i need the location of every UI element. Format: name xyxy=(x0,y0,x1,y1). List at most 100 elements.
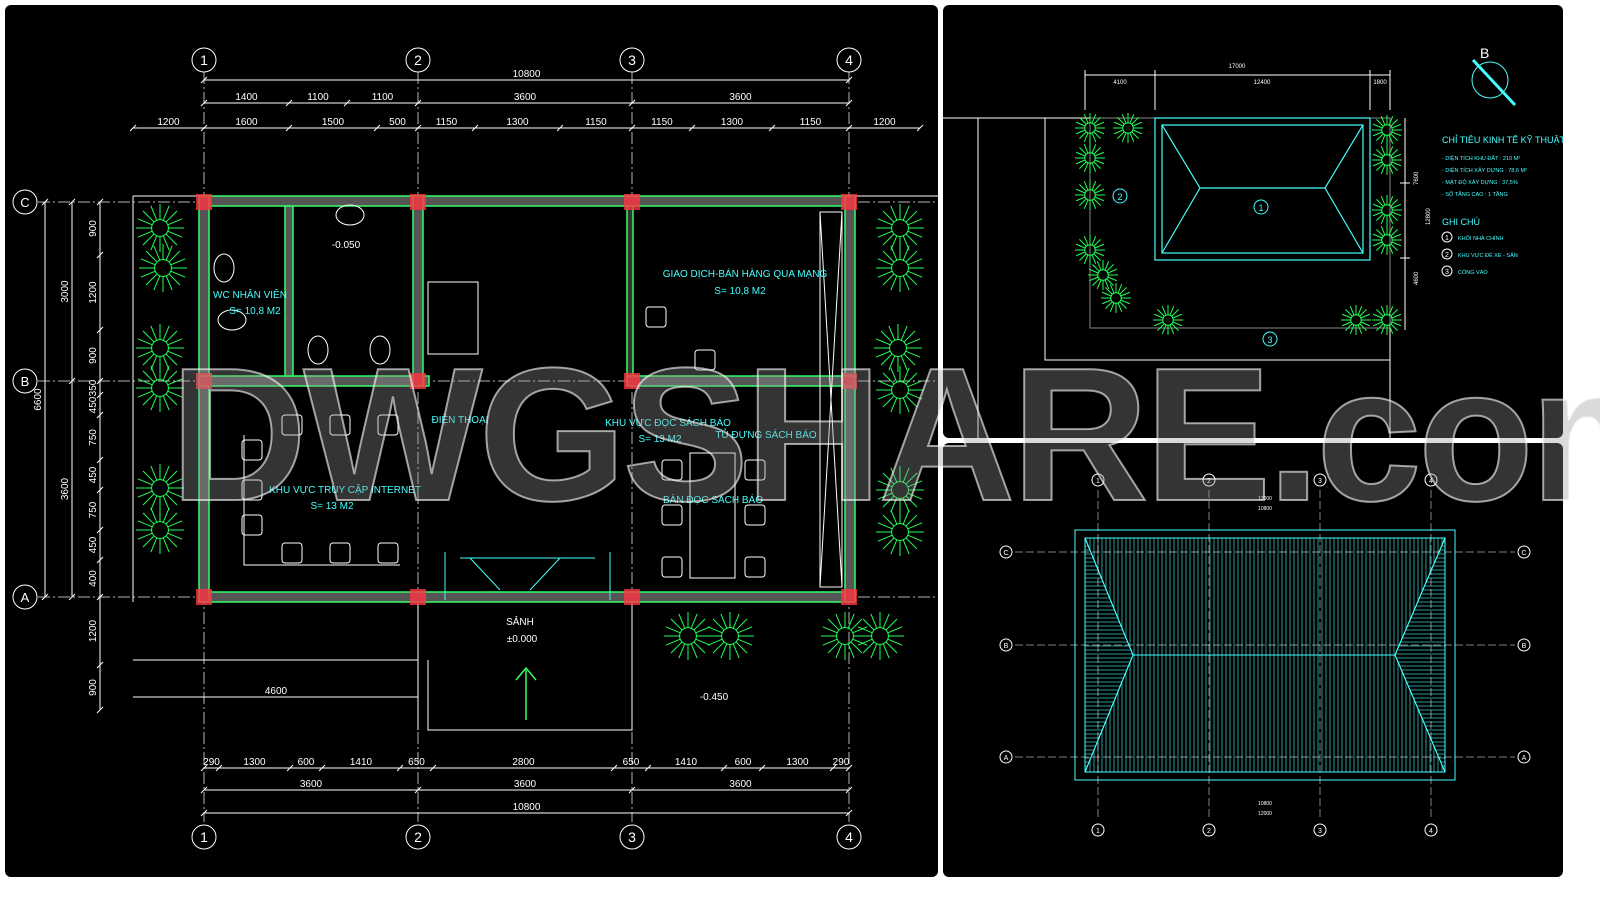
tree-branch xyxy=(900,325,908,341)
tree-branch xyxy=(690,643,698,659)
tree-branch xyxy=(1131,117,1139,125)
tree-branch xyxy=(167,378,183,386)
tree-branch xyxy=(870,643,878,659)
chair xyxy=(744,556,766,578)
room-phone-label: ĐIỆN THOẠI xyxy=(431,413,488,426)
tree-branch xyxy=(693,618,706,631)
tree-branch xyxy=(887,638,903,646)
dim-tick xyxy=(68,377,76,385)
tree-branch xyxy=(142,370,155,383)
tree-branch xyxy=(1119,301,1127,309)
lobby-label: SẢNH xyxy=(506,615,534,628)
tree-branch xyxy=(1092,278,1100,286)
tree-branch xyxy=(1121,113,1127,124)
svg-text:3: 3 xyxy=(1267,335,1272,345)
tree-branch xyxy=(1380,115,1386,126)
dim-tick xyxy=(96,661,104,669)
dim-top-mid: 1400 xyxy=(235,92,258,103)
tree-branch xyxy=(882,250,895,263)
tree-branch xyxy=(712,641,725,654)
tree-branch xyxy=(1376,323,1384,331)
dim-tick xyxy=(471,124,479,132)
grid-bubble xyxy=(1091,823,1105,837)
dim-tick xyxy=(720,764,728,772)
dim-tick xyxy=(96,391,104,399)
tree-branch xyxy=(140,258,156,266)
chair xyxy=(329,414,351,436)
tree-branch xyxy=(1390,149,1398,157)
dim-top-detail: 1300 xyxy=(721,117,744,128)
tree-branch xyxy=(1075,188,1086,194)
tree-core xyxy=(151,219,169,237)
dim-bottom-mid: 3600 xyxy=(514,779,537,790)
grid-bubble xyxy=(405,824,431,850)
grid-column-label: 1 xyxy=(1096,478,1100,485)
tree-icon xyxy=(876,508,924,556)
tree-branch xyxy=(165,245,173,261)
tree-branch xyxy=(822,626,838,634)
tree-branch xyxy=(1341,313,1352,319)
site-dim: 12800 xyxy=(1426,208,1432,225)
tree-branch xyxy=(877,380,893,388)
grid-bubble xyxy=(191,47,217,73)
tree-branch xyxy=(875,350,891,358)
tree-branch xyxy=(905,495,918,508)
grid-row-label: A xyxy=(21,590,30,605)
tree-branch xyxy=(1075,251,1086,257)
tree-core xyxy=(1381,124,1393,136)
tree-branch xyxy=(1372,123,1383,129)
grid-bubble xyxy=(836,824,862,850)
dim-tick xyxy=(845,124,853,132)
grid-column-label: 4 xyxy=(845,52,853,68)
tree-branch xyxy=(142,393,155,406)
north-label: B xyxy=(1480,45,1489,61)
tree-branch xyxy=(1391,153,1402,159)
tree-core xyxy=(1381,314,1393,326)
dim-top-detail: 1300 xyxy=(506,117,529,128)
grid-column-label: 3 xyxy=(628,829,636,845)
room-internet-label: KHU VỰC TRUY CẬP INTERNET xyxy=(269,483,421,496)
dim-top-mid: 1100 xyxy=(307,92,329,103)
column xyxy=(841,194,857,210)
tree-branch xyxy=(1117,283,1123,294)
dim-left-total: 6600 xyxy=(33,388,44,411)
tree-branch xyxy=(890,539,898,555)
tree-branch xyxy=(1372,203,1383,209)
grid-bubble xyxy=(1091,473,1105,487)
tree-branch xyxy=(167,490,183,498)
tree-branch xyxy=(1390,163,1398,171)
dim-tick xyxy=(628,99,636,107)
tree-branch xyxy=(1380,244,1386,255)
tree-branch xyxy=(1094,151,1105,157)
dim-left-detail: 350 xyxy=(88,379,99,396)
tree-branch xyxy=(1360,321,1371,327)
grid-bubble xyxy=(12,584,38,610)
walls xyxy=(198,195,856,603)
tree-icon xyxy=(876,466,924,514)
tree-branch xyxy=(1096,260,1102,271)
tree-branch xyxy=(1380,195,1386,206)
tree-branch xyxy=(1380,324,1386,335)
tree-branch xyxy=(1105,301,1113,309)
tree-branch xyxy=(1113,121,1124,127)
tree-branch xyxy=(907,534,923,542)
tree-branch xyxy=(162,465,170,481)
tree-branch xyxy=(162,395,170,411)
tree-branch xyxy=(1109,302,1115,313)
table-label: BÀN ĐỌC SÁCH BÁO xyxy=(663,493,763,506)
tree-icon xyxy=(136,324,184,372)
tree-branch xyxy=(905,350,921,358)
tree-branch xyxy=(903,330,916,343)
tree-branch xyxy=(1093,131,1101,139)
dim-tick xyxy=(628,124,636,132)
column xyxy=(196,589,212,605)
level-lobby: ±0.000 xyxy=(507,634,538,645)
tree-branch xyxy=(670,641,683,654)
tree-icon xyxy=(876,244,924,292)
tree-branch xyxy=(1391,321,1402,327)
tree-branch xyxy=(1094,129,1105,135)
tree-branch xyxy=(1376,199,1384,207)
tree-core xyxy=(1381,234,1393,246)
